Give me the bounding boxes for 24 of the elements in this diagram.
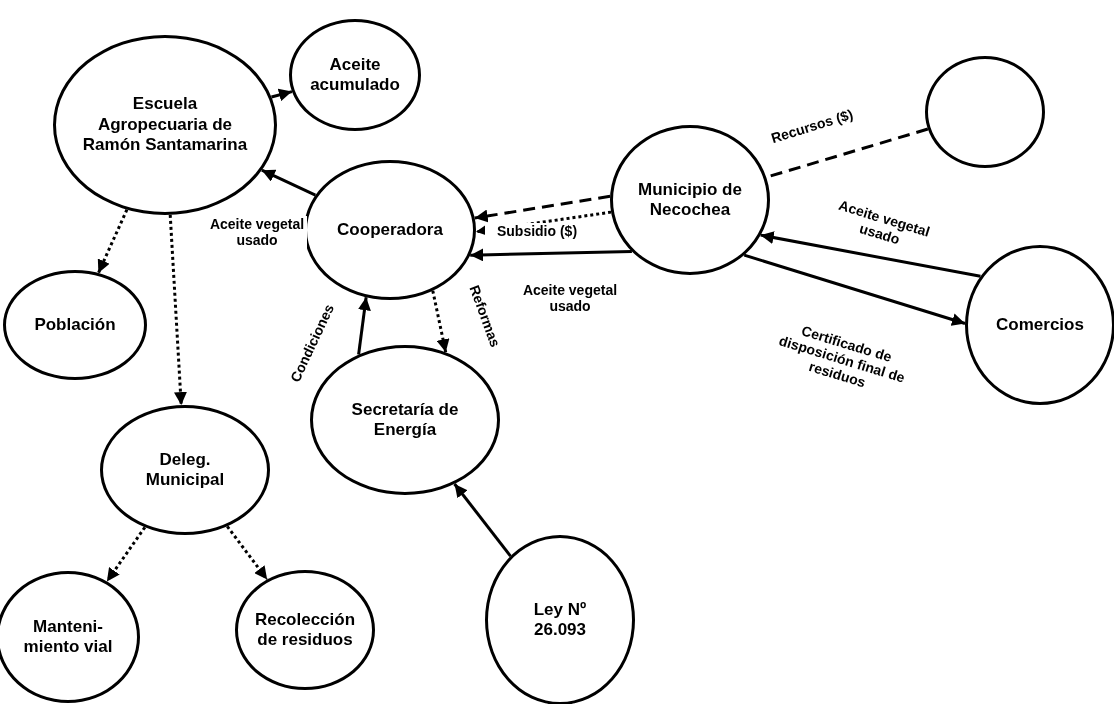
node-label: Manteni- miento vial: [22, 616, 114, 658]
node-label: Aceite acumulado: [309, 54, 401, 96]
node-label: Escuela Agropecuaria de Ramón Santamarina: [81, 94, 249, 156]
arrow: [105, 526, 147, 583]
node-label: Recolección de residuos: [253, 609, 357, 651]
node-label: Municipio de Necochea: [637, 179, 743, 221]
node-label: Cooperadora: [336, 219, 444, 241]
arrow: [743, 253, 966, 326]
node-label: Población: [33, 314, 117, 336]
arrow: [453, 483, 512, 558]
node-label: Secretaría de Energía: [350, 399, 460, 441]
arrow: [357, 297, 371, 355]
arrow: [97, 209, 129, 274]
arrow: [431, 290, 450, 353]
node-label: Comercios: [995, 314, 1085, 336]
arrow: [168, 214, 187, 406]
node-label: Ley Nº 26.093: [532, 599, 588, 641]
arrow: [760, 231, 981, 278]
arrow: [226, 525, 269, 581]
arrow: [470, 248, 632, 262]
arrow: [474, 194, 611, 223]
edge-label: Aceite vegetal usado: [207, 216, 307, 249]
arrow: [271, 88, 293, 102]
node-label: Deleg. Municipal: [144, 449, 226, 491]
